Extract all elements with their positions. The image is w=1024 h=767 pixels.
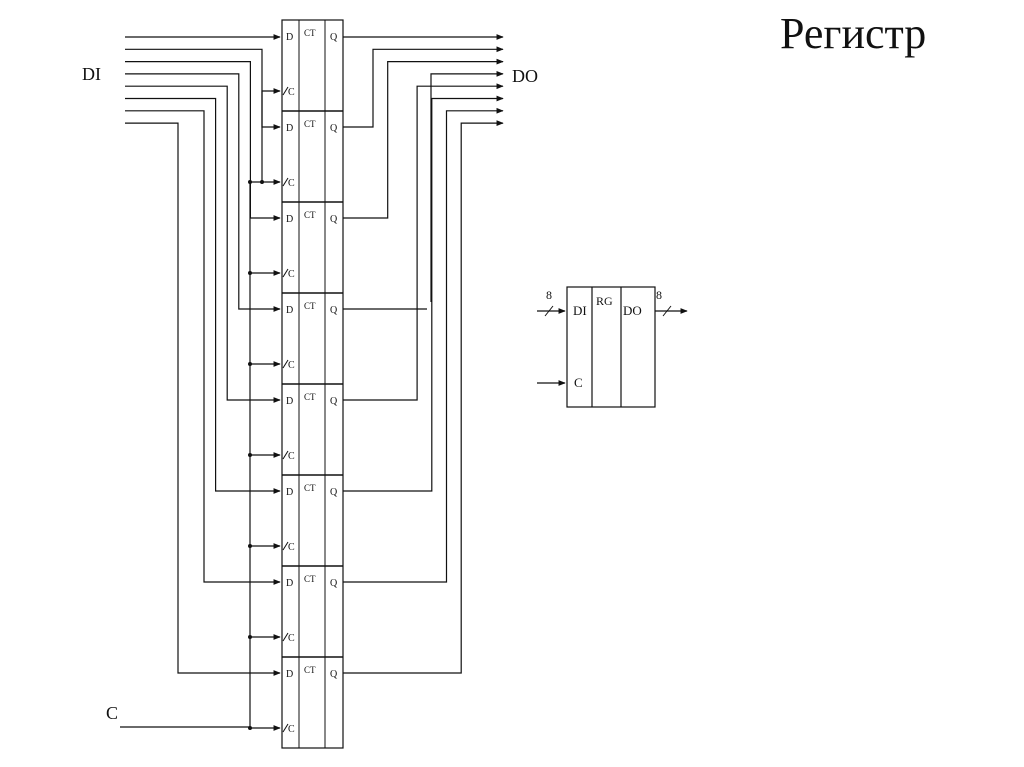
cell-d-label: D xyxy=(286,305,293,316)
di-input-wire xyxy=(125,48,281,130)
di-input-wire xyxy=(125,110,281,585)
symbol-di-bus-slash xyxy=(544,305,554,317)
cell-c-label: C xyxy=(288,542,295,553)
do-label: DO xyxy=(512,66,538,86)
do-output-wire xyxy=(343,120,504,674)
cell-d-label: D xyxy=(286,669,293,680)
clock-edge-mark xyxy=(282,632,289,642)
di-input-wire xyxy=(125,60,281,221)
di-input-wire xyxy=(125,85,281,403)
register-symbol: DI RG DO C 8 8 xyxy=(537,286,688,408)
clock-edge-mark xyxy=(282,359,289,369)
cell-q-label: Q xyxy=(330,305,338,316)
junction-dot xyxy=(248,271,252,275)
symbol-rg-label: RG xyxy=(596,294,613,308)
cell-q-label: Q xyxy=(330,578,338,589)
cell-c-label: C xyxy=(288,633,295,644)
clock-label: C xyxy=(106,703,118,723)
do-output-wire xyxy=(343,58,504,219)
do-output-wire xyxy=(343,83,504,401)
cell-ct-label: CT xyxy=(304,28,316,38)
symbol-do-bus-width: 8 xyxy=(656,288,662,302)
do-output-wire xyxy=(343,95,504,492)
cell-ct-label: CT xyxy=(304,301,316,311)
cell-c-label: C xyxy=(288,269,295,280)
cell-d-label: D xyxy=(286,396,293,407)
cell-ct-label: CT xyxy=(304,574,316,584)
symbol-di-label: DI xyxy=(573,303,587,318)
do-output-wire xyxy=(343,107,504,583)
cell-q-label: Q xyxy=(330,123,338,134)
cell-q-label: Q xyxy=(330,669,338,680)
clock-edge-mark xyxy=(282,86,289,96)
cell-q-label: Q xyxy=(330,214,338,225)
cell-c-label: C xyxy=(288,87,295,98)
junction-dot xyxy=(260,180,264,184)
symbol-c-label: C xyxy=(574,375,583,390)
junction-dot xyxy=(248,635,252,639)
cell-ct-label: CT xyxy=(304,119,316,129)
cell-d-label: D xyxy=(286,214,293,225)
clock-edge-mark xyxy=(282,723,289,733)
cell-ct-label: CT xyxy=(304,392,316,402)
do-output-wire xyxy=(430,71,504,302)
cell-q-label: Q xyxy=(330,396,338,407)
clock-edge-mark xyxy=(282,177,289,187)
clock-edge-mark xyxy=(282,268,289,278)
junction-dots xyxy=(248,180,264,730)
cell-q-label: Q xyxy=(330,487,338,498)
symbol-do-bus-slash xyxy=(662,305,672,317)
flip-flop-cells: D CT Q C D CT Q C D CT Q C D CT Q C D CT Q C D CT Q C D CT Q C D CT Q C xyxy=(281,19,344,749)
do-output-wire xyxy=(343,46,504,128)
cell-c-label: C xyxy=(288,360,295,371)
junction-dot xyxy=(248,726,252,730)
di-input-wire xyxy=(125,97,281,494)
clock-edge-mark xyxy=(282,541,289,551)
clock-wire xyxy=(261,88,281,182)
symbol-do-label: DO xyxy=(623,303,642,318)
cell-q-label: Q xyxy=(330,32,338,43)
cell-d-label: D xyxy=(286,32,293,43)
junction-dot xyxy=(248,453,252,457)
cell-d-label: D xyxy=(286,578,293,589)
clock-edge-mark xyxy=(282,450,289,460)
cell-ct-label: CT xyxy=(304,483,316,493)
symbol-di-bus-width: 8 xyxy=(546,288,552,302)
junction-dot xyxy=(248,180,252,184)
di-label: DI xyxy=(82,64,101,84)
di-input-wire xyxy=(125,73,281,312)
cell-ct-label: CT xyxy=(304,665,316,675)
cell-d-label: D xyxy=(286,487,293,498)
di-input-wire xyxy=(125,122,281,676)
cell-c-label: C xyxy=(288,451,295,462)
wires xyxy=(120,34,504,731)
junction-dot xyxy=(248,544,252,548)
junction-dot xyxy=(248,362,252,366)
cell-d-label: D xyxy=(286,123,293,134)
cell-c-label: C xyxy=(288,178,295,189)
clock-input-wire xyxy=(120,726,251,728)
cell-c-label: C xyxy=(288,724,295,735)
page-title: Регистр xyxy=(780,9,927,58)
cell-ct-label: CT xyxy=(304,210,316,220)
